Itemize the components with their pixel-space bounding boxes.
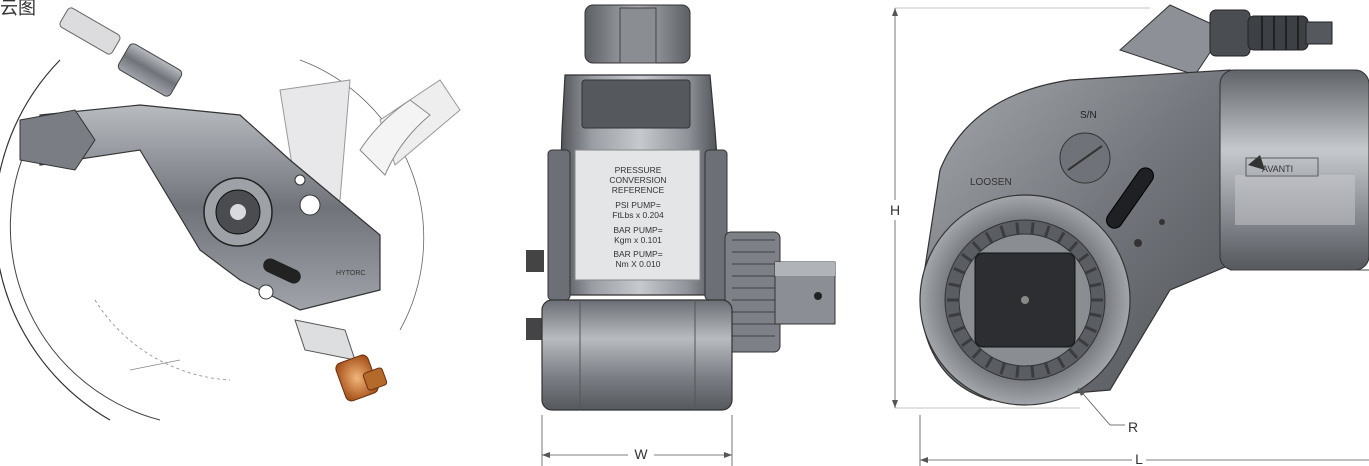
dimension-width-label: W bbox=[634, 446, 648, 462]
ratchet-tooth bbox=[1056, 356, 1066, 369]
ratchet-tooth bbox=[948, 282, 961, 288]
plate-bar-label-1: BAR PUMP= bbox=[613, 225, 662, 235]
corner-caption: 云图 bbox=[0, 0, 36, 18]
conversion-plate bbox=[574, 149, 701, 281]
ratchet-tooth bbox=[1084, 266, 1097, 275]
plate-bar-formula-1: Kgm x 0.101 bbox=[614, 235, 662, 245]
ratchet-tooth bbox=[971, 241, 982, 252]
ratchet-tooth bbox=[1030, 365, 1035, 378]
ratchet-tooth bbox=[948, 312, 961, 318]
dimension-height-label: H bbox=[890, 202, 900, 218]
ratchet-tooth bbox=[1056, 231, 1066, 244]
ratchet-tooth bbox=[961, 252, 973, 263]
rotation-sketch-view: HYTORC bbox=[0, 7, 461, 421]
ratchet-tooth bbox=[1015, 222, 1020, 235]
ratchet-tooth bbox=[1015, 365, 1020, 378]
release-slot bbox=[1106, 167, 1154, 229]
ratchet-tooth bbox=[971, 348, 982, 359]
plate-line-1: PRESSURE bbox=[615, 165, 662, 175]
ratchet-tooth bbox=[1030, 222, 1035, 235]
cylinder-housing bbox=[541, 299, 733, 411]
ratchet-tooth bbox=[1043, 225, 1051, 238]
brand-badge: AVANTI bbox=[1262, 164, 1293, 174]
ratchet-teeth bbox=[947, 222, 1103, 378]
dimension-length-label: L bbox=[1135, 451, 1143, 466]
ratchet-tooth bbox=[999, 362, 1007, 375]
ratchet-tooth bbox=[1089, 282, 1102, 288]
side-top-swivel bbox=[1119, 4, 1226, 76]
ratchet-tooth bbox=[953, 325, 966, 334]
plate-psi-label: PSI PUMP= bbox=[615, 200, 661, 210]
plate-bar-label-2: BAR PUMP= bbox=[613, 249, 662, 259]
ratchet-tooth bbox=[961, 337, 973, 348]
plate-bar-formula-2: Nm X 0.010 bbox=[616, 259, 661, 269]
side-cylinder bbox=[1219, 69, 1369, 271]
ratchet-tooth bbox=[1068, 241, 1079, 252]
ratchet-tooth bbox=[1084, 325, 1097, 334]
side-view: H AVANTI S/N LOOSEN R L bbox=[886, 4, 1369, 466]
ratchet-tooth bbox=[1077, 252, 1089, 263]
serial-label: S/N bbox=[1080, 110, 1097, 121]
plate-psi-formula: FtLbs x 0.204 bbox=[612, 210, 664, 220]
ratchet-tooth bbox=[953, 266, 966, 275]
plate-line-3: REFERENCE bbox=[612, 185, 665, 195]
dimension-radius-label: R bbox=[1128, 419, 1138, 435]
loosen-label: LOOSEN bbox=[970, 177, 1012, 188]
swing-arc-outer bbox=[0, 59, 111, 421]
plate-line-2: CONVERSION bbox=[609, 175, 666, 185]
ratchet-tooth bbox=[984, 231, 994, 244]
ratchet-tooth bbox=[1068, 348, 1079, 359]
ratchet-tooth bbox=[999, 225, 1007, 238]
ratchet-tooth bbox=[1089, 312, 1102, 318]
ratchet-tooth bbox=[1043, 362, 1051, 375]
ratchet-tooth bbox=[984, 356, 994, 369]
front-view: PRESSURE CONVERSION REFERENCE PSI PUMP= … bbox=[526, 4, 836, 466]
sketch-brand-label: HYTORC bbox=[336, 270, 365, 277]
ratchet-tooth bbox=[1077, 337, 1089, 348]
gear-ring bbox=[724, 231, 781, 353]
